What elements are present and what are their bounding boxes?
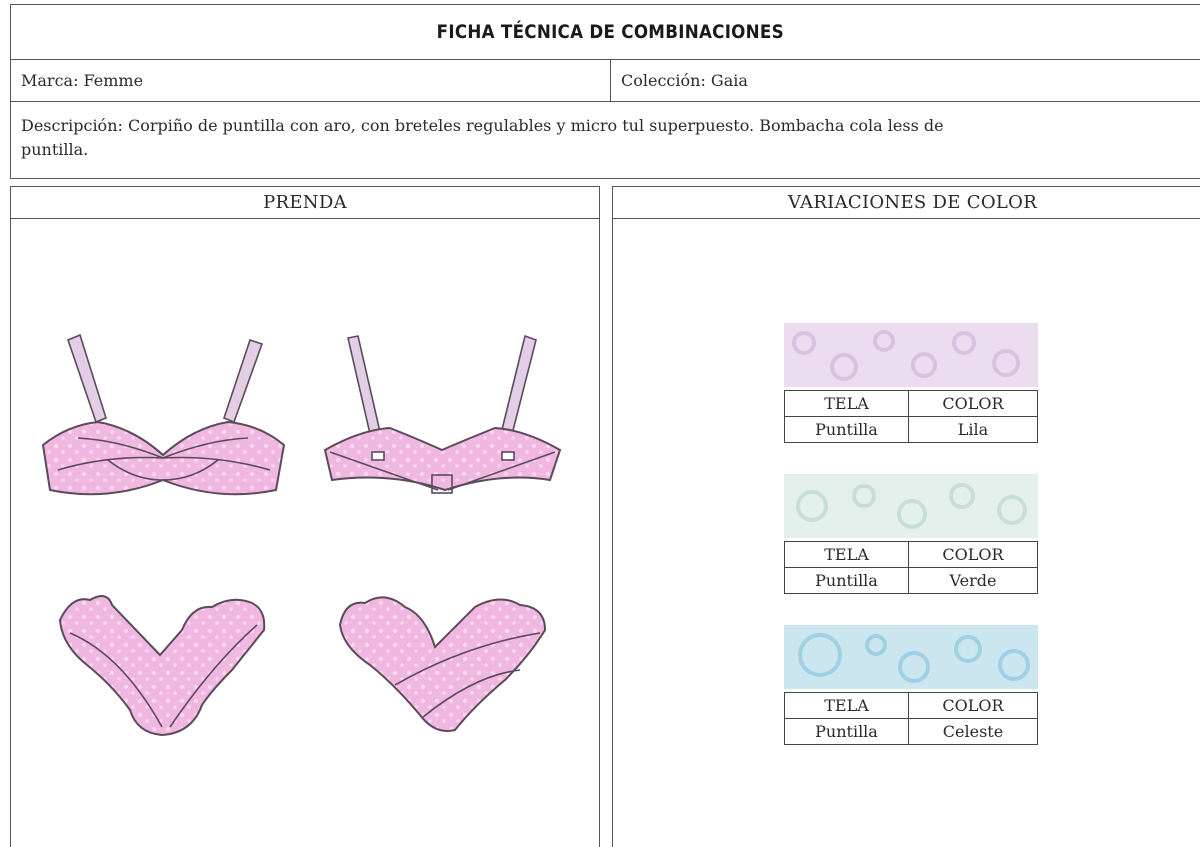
fabric-header: TELA — [784, 692, 909, 719]
fabric-header: TELA — [784, 390, 909, 417]
color-header: COLOR — [908, 390, 1038, 417]
garment-panel: PRENDA — [10, 186, 600, 847]
description: Descripción: Corpiño de puntilla con aro… — [10, 102, 1200, 179]
color-variations-heading: VARIACIONES DE COLOR — [613, 187, 1200, 219]
swatch-celeste — [784, 625, 1038, 689]
collection-label: Colección: Gaia — [621, 71, 748, 90]
color-header: COLOR — [908, 692, 1038, 719]
fabric-value: Puntilla — [784, 567, 909, 594]
garment-panel-heading: PRENDA — [11, 187, 599, 219]
color-value: Celeste — [908, 718, 1038, 745]
variation-table-verde: TELA COLOR Puntilla Verde — [784, 541, 1038, 594]
color-value: Verde — [908, 567, 1038, 594]
description-line-2: puntilla. — [21, 140, 89, 159]
variation-table-lila: TELA COLOR Puntilla Lila — [784, 390, 1038, 443]
color-value: Lila — [908, 416, 1038, 443]
variation-table-celeste: TELA COLOR Puntilla Celeste — [784, 692, 1038, 745]
fabric-value: Puntilla — [784, 416, 909, 443]
panty-front-illustration — [58, 595, 266, 737]
brand-label: Marca: Femme — [11, 60, 611, 101]
meta-row: Marca: Femme Colección: Gaia — [10, 60, 1200, 102]
panty-back-illustration — [338, 596, 547, 732]
sheet-title-row: FICHA TÉCNICA DE COMBINACIONES — [10, 4, 1200, 60]
swatch-lila — [784, 323, 1038, 387]
sheet-title: FICHA TÉCNICA DE COMBINACIONES — [436, 21, 785, 43]
color-variations-panel: VARIACIONES DE COLOR — [612, 186, 1200, 847]
description-line-1: Descripción: Corpiño de puntilla con aro… — [21, 116, 944, 135]
fabric-value: Puntilla — [784, 718, 909, 745]
color-header: COLOR — [908, 541, 1038, 568]
bra-front-illustration — [41, 333, 286, 496]
swatch-verde — [784, 474, 1038, 538]
bra-back-illustration — [323, 334, 562, 494]
fabric-header: TELA — [784, 541, 909, 568]
